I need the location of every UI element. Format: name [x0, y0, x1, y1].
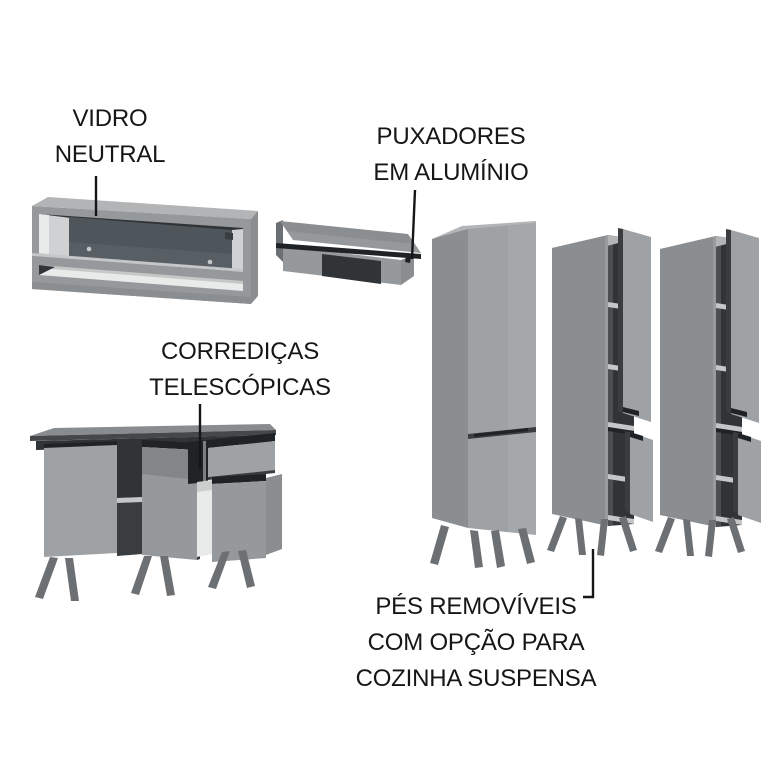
- tall-cabinet-closed-illustration: [430, 221, 536, 568]
- wall-cabinet-glass-illustration: [32, 197, 258, 304]
- callout-line: PÉS REMOVÍVEIS: [375, 593, 577, 620]
- cabinet-right-side: [401, 255, 414, 285]
- callout-line: TELESCÓPICAS: [149, 374, 331, 401]
- open-interior: [322, 254, 381, 284]
- handle-strip: [731, 408, 747, 417]
- callout-line: VIDRO: [72, 105, 148, 132]
- cabinet-legs: [547, 516, 637, 556]
- cabinet-left-panel: [660, 236, 716, 527]
- interior-shelf: [117, 497, 142, 503]
- glass-fixing-dot: [207, 259, 213, 265]
- cabinet-right-side: [266, 474, 282, 555]
- callout-line: COM OPÇÃO PARA: [367, 629, 585, 656]
- countertop-edge: [30, 430, 276, 441]
- interior-back-panel: [197, 480, 212, 557]
- callout-line: PUXADORES: [376, 123, 526, 150]
- cabinet-doors: [468, 223, 536, 535]
- callout-line: CORREDIÇAS: [160, 338, 320, 365]
- shelf-top: [32, 253, 243, 272]
- callout-pes-removiveis: PÉS REMOVÍVEIS COM OPÇÃO PARA COZINHA SU…: [334, 589, 618, 697]
- flip-door: [280, 221, 421, 253]
- shelf-front: [32, 256, 243, 279]
- handle-strip: [142, 440, 197, 450]
- glass-panel: [69, 217, 232, 272]
- handle-strip: [738, 433, 751, 442]
- lower-open-shelf: [39, 265, 243, 291]
- aluminium-handle: [276, 243, 421, 259]
- upper-open-door: [623, 229, 651, 422]
- lower-open-door: [738, 433, 761, 523]
- cabinet-right-side: [251, 211, 258, 304]
- callout-line: COZINHA SUSPENSA: [355, 665, 597, 692]
- upper-open-door: [731, 230, 759, 423]
- callout-vidro-neutral: VIDRO NEUTRAL: [10, 101, 210, 173]
- lower-open-door: [630, 432, 653, 522]
- handle-strip: [623, 407, 639, 416]
- callout-corredicas-telescopicas: CORREDIÇAS TELESCÓPICAS: [128, 334, 352, 406]
- drawer-handle: [208, 433, 275, 448]
- callout-line: NEUTRAL: [54, 141, 166, 168]
- callout-puxadores-aluminio: PUXADORES EM ALUMÍNIO: [336, 119, 566, 191]
- cabinet-legs: [430, 525, 535, 568]
- right-lower-door: [212, 481, 266, 562]
- door-stay: [405, 256, 411, 263]
- cabinet-left-panel: [552, 235, 608, 526]
- handle-strip: [630, 432, 643, 441]
- open-drawer-front: [208, 441, 275, 477]
- tall-cabinet-open-left-illustration: [547, 228, 653, 556]
- cabinet-legs: [655, 517, 745, 557]
- handle-strip: [474, 428, 528, 437]
- cabinet-left-side: [432, 229, 468, 528]
- telescopic-slide: [203, 441, 206, 481]
- bottom-frame: [32, 282, 251, 304]
- middle-open-door: [142, 447, 197, 560]
- left-door: [44, 445, 117, 557]
- hinge: [225, 232, 233, 240]
- cabinet-left-side: [276, 220, 283, 262]
- glass-fixing-dot: [86, 246, 92, 252]
- tall-cabinet-open-right-illustration: [655, 229, 761, 557]
- callout-line: EM ALUMÍNIO: [373, 159, 529, 186]
- countertop-face: [30, 424, 276, 436]
- cabinet-legs: [35, 550, 255, 601]
- cabinet-top-face: [32, 197, 258, 219]
- interior-right-wall: [232, 229, 243, 272]
- base-cabinet-illustration: [30, 424, 282, 601]
- handle-strip: [212, 474, 266, 484]
- wall-cabinet-flip-illustration: [276, 220, 421, 285]
